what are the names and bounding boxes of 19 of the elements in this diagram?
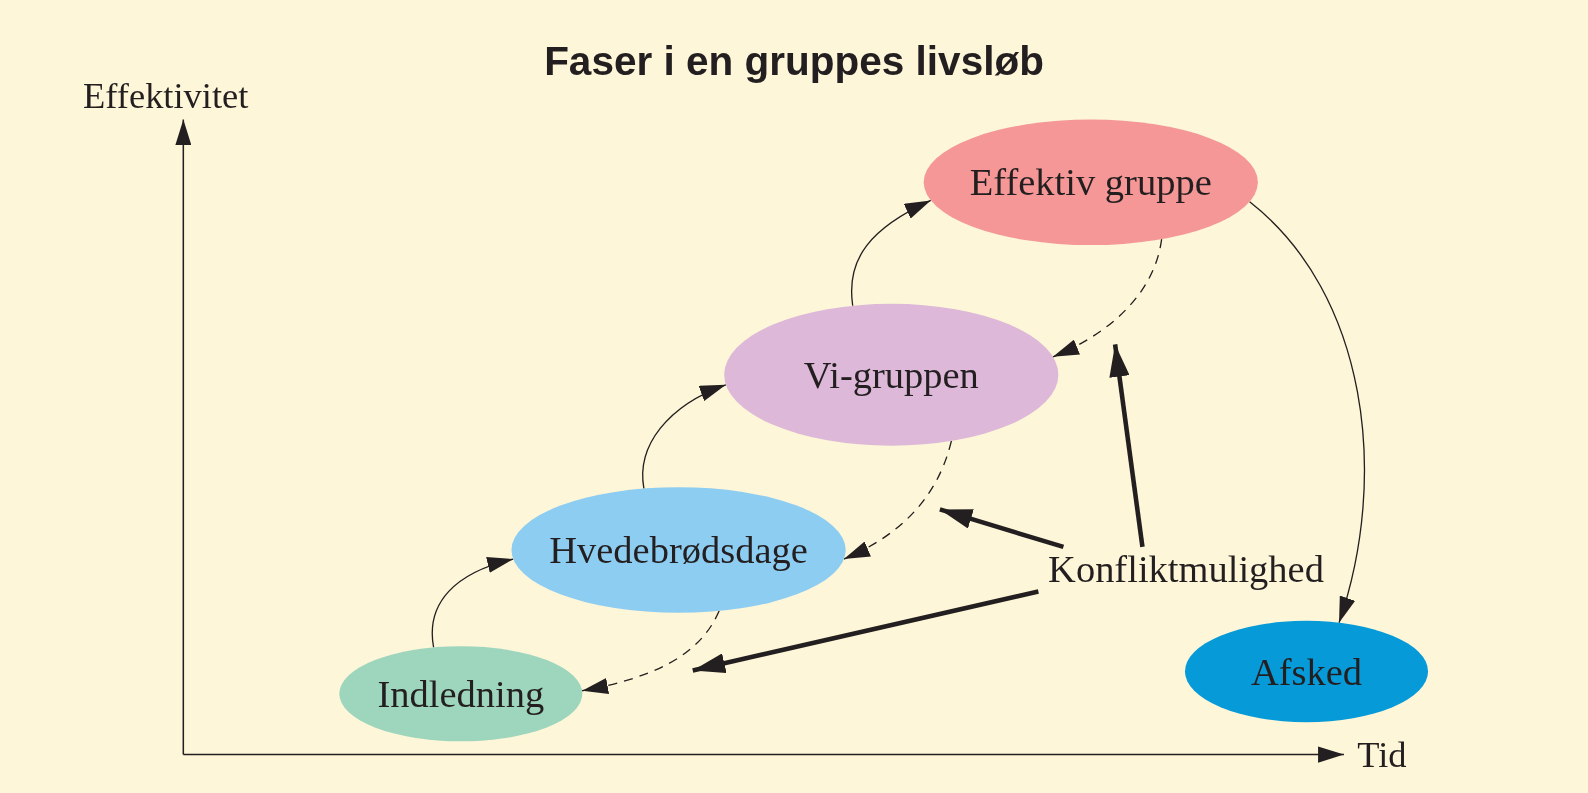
arrow [431, 557, 514, 649]
arrow [1109, 344, 1145, 548]
phase-ellipse: Indledning [339, 646, 583, 742]
arrow [850, 199, 932, 307]
phase-ellipse: Hvedebrødsdage [511, 487, 846, 613]
axis-label: Tid [1357, 733, 1407, 776]
arrow [939, 507, 1065, 550]
arrow [692, 589, 1039, 674]
arrow [843, 440, 953, 560]
arrow [1249, 201, 1366, 624]
diagram-title: Faser i en gruppes livsløb [544, 38, 1044, 85]
axis-label: Effektivitet [83, 74, 249, 118]
arrow [1052, 238, 1163, 358]
phase-ellipse: Vi-gruppen [724, 303, 1059, 446]
arrow [642, 384, 727, 490]
arrow [581, 610, 720, 694]
phase-ellipse: Afsked [1185, 620, 1429, 723]
phase-ellipse: Effektiv gruppe [923, 119, 1258, 246]
node-text: Konfliktmulighed [1024, 546, 1347, 592]
